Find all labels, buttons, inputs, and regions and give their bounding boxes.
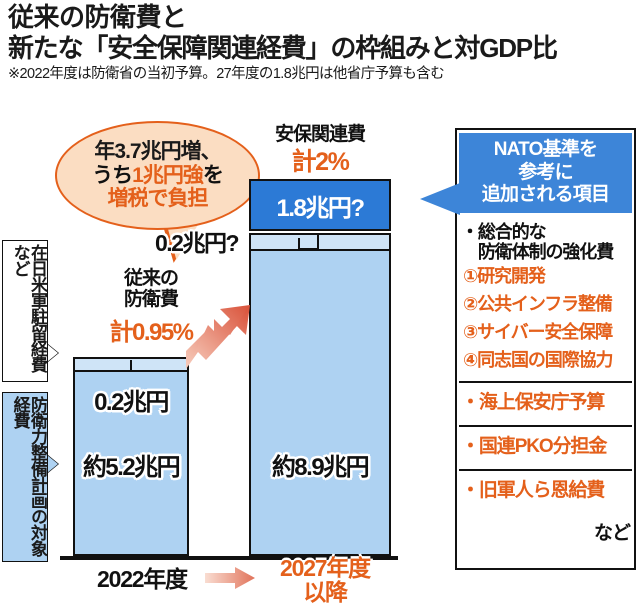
label-us-forces-cost: 在日米軍駐留経費など <box>2 240 48 382</box>
nato-head-line2: 参考に <box>518 161 573 183</box>
circled-number-4-icon: ④ <box>463 350 478 370</box>
panel-item-international-cooperation: ④同志国の国際協力 <box>463 350 613 370</box>
title-line-2: 新たな「安全保障関連経費」の枠組みと対GDP比 <box>8 32 558 63</box>
panel-divider-2 <box>459 425 632 427</box>
value-2027-nato-additions: 1.8兆円? <box>276 195 365 222</box>
growth-arrow-icon <box>186 305 250 369</box>
panel-item-cyber-security: ③サイバー安全保障 <box>463 322 613 342</box>
panel-item-3-label: サイバー安全保障 <box>477 322 613 342</box>
bubble-line-2-post: を <box>202 163 224 187</box>
bubble-line-2-highlight: 1兆円強 <box>132 163 204 187</box>
panel-item-un-pko-contribution: ・国連PKO分担金 <box>461 436 607 457</box>
label-old-defense-line2: 防衛費 <box>123 289 179 311</box>
bar-2027-main-segment <box>249 249 391 556</box>
bubble-line-3: 増税で負担 <box>107 187 209 211</box>
speech-bubble: 年3.7兆円増、 うち1兆円強を 増税で負担 <box>55 121 260 230</box>
panel-divider-1 <box>459 381 632 383</box>
nato-panel-header: NATO基準を 参考に 追加される項目 <box>459 133 632 213</box>
bubble-line-1: 年3.7兆円増、 <box>94 140 221 164</box>
panel-item-1-label: 研究開発 <box>477 266 546 286</box>
value-2022-us-forces: 0.2兆円 <box>94 389 169 416</box>
panel-item-2-label: 公共インフラ整備 <box>477 294 613 314</box>
label-old-defense-line1: 従来の <box>123 268 179 289</box>
bar-2027-thin-segment <box>249 233 391 251</box>
circled-number-1-icon: ① <box>463 266 478 286</box>
value-2022-defense-plan: 約5.2兆円 <box>82 454 181 481</box>
panel-item-coast-guard-budget: ・海上保安庁予算 <box>461 392 605 413</box>
defense-plan-notch <box>47 455 58 473</box>
leader-line-horizontal <box>300 248 319 250</box>
bubble-line-2: うち1兆円強を <box>92 163 224 188</box>
bar-2022-main-segment <box>73 370 189 556</box>
panel-item-4-label: 同志国の国際協力 <box>477 350 613 370</box>
us-forces-notch <box>47 344 58 362</box>
header: 従来の防衛費と 新たな「安全保障関連経費」の枠組みと対GDP比 ※2022年度は… <box>8 2 636 84</box>
label-defense-plan-cost: 防衛力整備計画の対象経費 <box>2 392 48 562</box>
label-old-defense: 従来の 防衛費 <box>86 268 216 311</box>
panel-item-research-development: ①研究開発 <box>463 266 546 286</box>
panel-footer-etc: など <box>593 523 631 544</box>
value-2027-defense-plan: 約8.9兆円 <box>271 454 370 481</box>
axis-label-2022: 2022年度 <box>97 566 188 592</box>
bar-2027-nato-segment <box>249 179 391 231</box>
axis-label-2027-line2: 以降 <box>303 579 348 605</box>
label-new-security-gdp-pct: 計2% <box>291 148 350 176</box>
chart-baseline-axis <box>60 556 398 560</box>
value-2027-us-forces: 0.2兆円? <box>155 230 240 256</box>
nato-head-line3: 追加される項目 <box>481 184 610 206</box>
panel-heading-line1: ・総合的な <box>461 222 547 242</box>
label-old-defense-gdp-pct: 計0.95% <box>109 319 194 346</box>
bar-2022-tick <box>130 360 132 371</box>
panel-divider-3 <box>459 469 632 471</box>
bubble-line-2-pre: うち <box>92 163 133 187</box>
panel-heading-strengthening: ・総合的な 防衛体制の強化費 <box>461 222 614 263</box>
nato-head-line1: NATO基準を <box>493 138 598 160</box>
title-line-1: 従来の防衛費と <box>8 2 187 32</box>
title-note: ※2022年度は防衛省の当初予算。27年度の1.8兆円は他省庁予算も含む <box>8 66 445 83</box>
panel-item-public-infrastructure: ②公共インフラ整備 <box>463 294 613 314</box>
nato-panel-arrow-icon <box>420 183 460 215</box>
year-transition-arrow-icon <box>205 567 255 589</box>
panel-item-veterans-pension: ・旧軍人ら恩給費 <box>461 480 605 501</box>
label-new-security: 安保関連費 <box>274 124 366 145</box>
circled-number-2-icon: ② <box>463 294 478 314</box>
leader-line-vertical-1 <box>317 234 319 250</box>
circled-number-3-icon: ③ <box>463 322 478 342</box>
panel-heading-line2: 防衛体制の強化費 <box>461 242 614 263</box>
leader-line-vertical-2 <box>298 238 300 250</box>
axis-label-2027-line1: 2027年度 <box>280 555 371 581</box>
axis-label-2027: 2027年度 以降 <box>250 556 400 604</box>
